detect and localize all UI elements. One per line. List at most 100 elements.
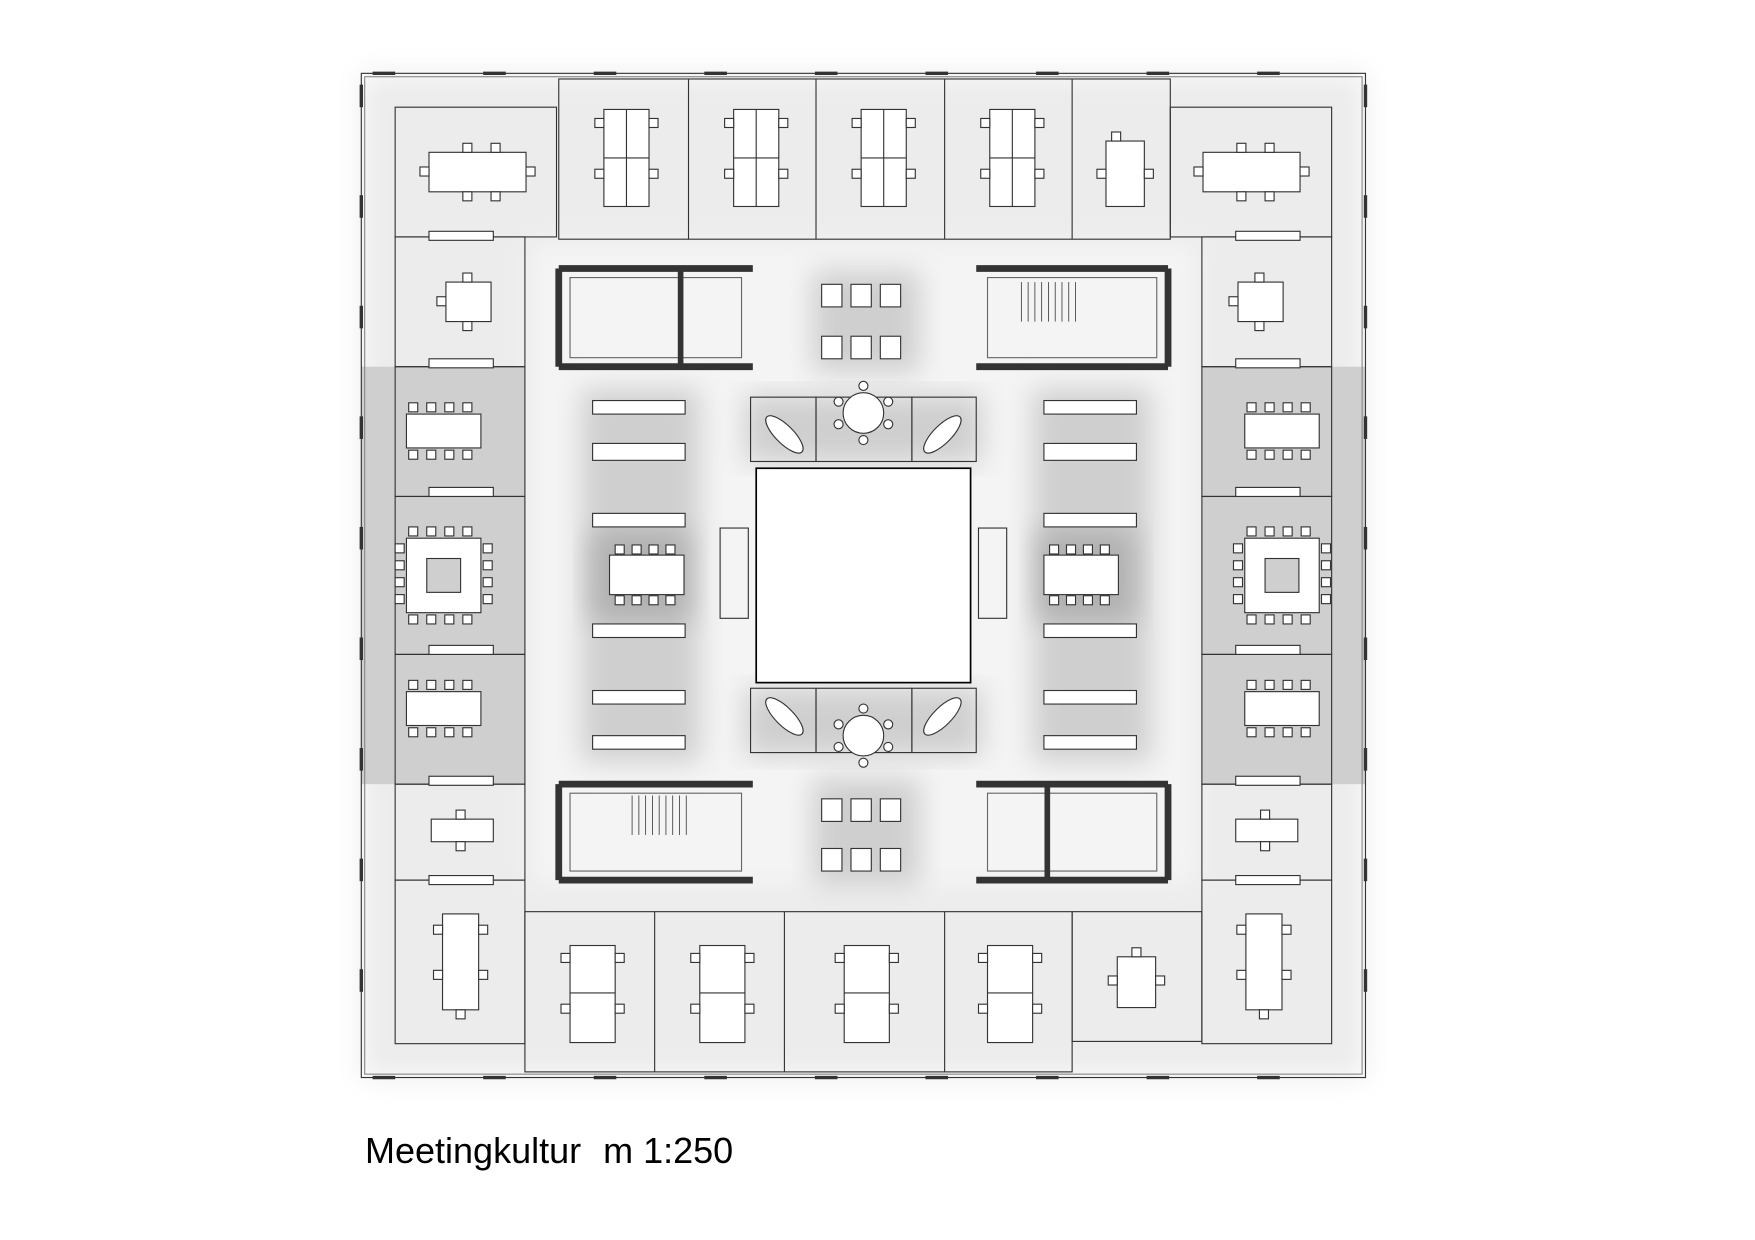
chair bbox=[1032, 1003, 1043, 1014]
counter bbox=[592, 623, 686, 639]
chair bbox=[419, 166, 430, 177]
chair bbox=[1282, 614, 1293, 625]
chair bbox=[462, 614, 473, 625]
counter bbox=[1043, 735, 1138, 750]
chair bbox=[648, 544, 659, 555]
conference-table bbox=[405, 691, 482, 727]
workstation bbox=[1105, 140, 1145, 208]
desk bbox=[445, 281, 492, 323]
chair bbox=[1264, 727, 1275, 738]
booth-seat bbox=[850, 847, 872, 872]
chair bbox=[490, 191, 501, 202]
counter bbox=[592, 689, 686, 705]
chair bbox=[1049, 544, 1060, 555]
door-panel bbox=[428, 775, 494, 786]
chair bbox=[1099, 595, 1110, 606]
chair bbox=[560, 1003, 571, 1014]
counter bbox=[1043, 689, 1138, 705]
chair bbox=[1246, 402, 1257, 413]
door-panel bbox=[428, 358, 494, 369]
outer-wall bbox=[360, 72, 1367, 1079]
chair bbox=[1099, 544, 1110, 555]
door-panel bbox=[428, 486, 494, 498]
chair bbox=[1282, 402, 1293, 413]
chair bbox=[1300, 727, 1311, 738]
chair bbox=[744, 952, 755, 964]
chair bbox=[888, 952, 899, 964]
chair bbox=[1232, 577, 1244, 588]
outer-wall-inner bbox=[364, 76, 1363, 1075]
counter bbox=[1043, 399, 1138, 415]
meeting-table bbox=[1043, 554, 1119, 596]
meeting-booth bbox=[911, 687, 977, 754]
chair bbox=[1254, 272, 1265, 283]
chair bbox=[444, 526, 455, 537]
booth-seat bbox=[821, 335, 843, 360]
chair bbox=[1082, 544, 1094, 555]
chair bbox=[560, 952, 571, 964]
lounge-seat bbox=[923, 697, 962, 736]
chair bbox=[525, 166, 536, 177]
chair bbox=[648, 168, 659, 179]
chair bbox=[833, 741, 844, 753]
chair bbox=[462, 526, 473, 537]
chair bbox=[482, 577, 493, 588]
chair bbox=[977, 952, 989, 964]
counter bbox=[592, 512, 686, 528]
chair bbox=[1300, 402, 1311, 413]
chair bbox=[665, 595, 676, 606]
chair bbox=[444, 679, 455, 690]
booth-seat bbox=[821, 283, 843, 308]
chair bbox=[408, 449, 419, 460]
chair bbox=[1282, 526, 1293, 537]
chair bbox=[833, 719, 844, 730]
workstation bbox=[1245, 913, 1283, 1011]
conference-table bbox=[1244, 413, 1320, 449]
chair bbox=[1232, 594, 1244, 605]
chair bbox=[614, 952, 625, 964]
chair bbox=[744, 1003, 755, 1014]
booth-seat bbox=[821, 847, 843, 872]
chair bbox=[432, 969, 444, 980]
chair bbox=[1228, 296, 1239, 307]
chair bbox=[833, 419, 844, 430]
meeting-table bbox=[608, 554, 685, 596]
chair bbox=[462, 191, 473, 202]
chair bbox=[1034, 168, 1045, 179]
chair bbox=[858, 380, 869, 391]
caption-title: Meetingkultur bbox=[365, 1130, 582, 1171]
chair bbox=[858, 757, 869, 768]
chair bbox=[690, 952, 701, 964]
chair bbox=[858, 703, 869, 714]
chair bbox=[490, 142, 501, 153]
furniture bbox=[394, 108, 1332, 1044]
desk bbox=[1235, 818, 1299, 843]
chair bbox=[394, 560, 405, 571]
desk bbox=[1237, 281, 1284, 323]
chair bbox=[478, 969, 489, 980]
chair bbox=[858, 434, 869, 446]
atrium bbox=[755, 467, 972, 684]
chair bbox=[778, 168, 789, 179]
chair bbox=[1246, 614, 1257, 625]
booth-seat bbox=[879, 283, 902, 308]
chair bbox=[1065, 595, 1077, 606]
chair bbox=[444, 449, 455, 460]
chair bbox=[1236, 142, 1247, 153]
lounge-seat bbox=[765, 697, 804, 736]
u-table-void bbox=[1264, 557, 1300, 593]
chair bbox=[1282, 449, 1293, 460]
chair bbox=[444, 614, 455, 625]
chair bbox=[408, 402, 419, 413]
chair bbox=[614, 595, 625, 606]
chair bbox=[665, 544, 676, 555]
booth-seat bbox=[850, 798, 872, 822]
chair bbox=[462, 321, 473, 332]
chair bbox=[1281, 924, 1292, 935]
chair bbox=[1259, 809, 1271, 820]
chair bbox=[1264, 142, 1275, 153]
chair bbox=[1131, 947, 1142, 958]
chair bbox=[631, 544, 642, 555]
chair bbox=[1264, 679, 1275, 690]
